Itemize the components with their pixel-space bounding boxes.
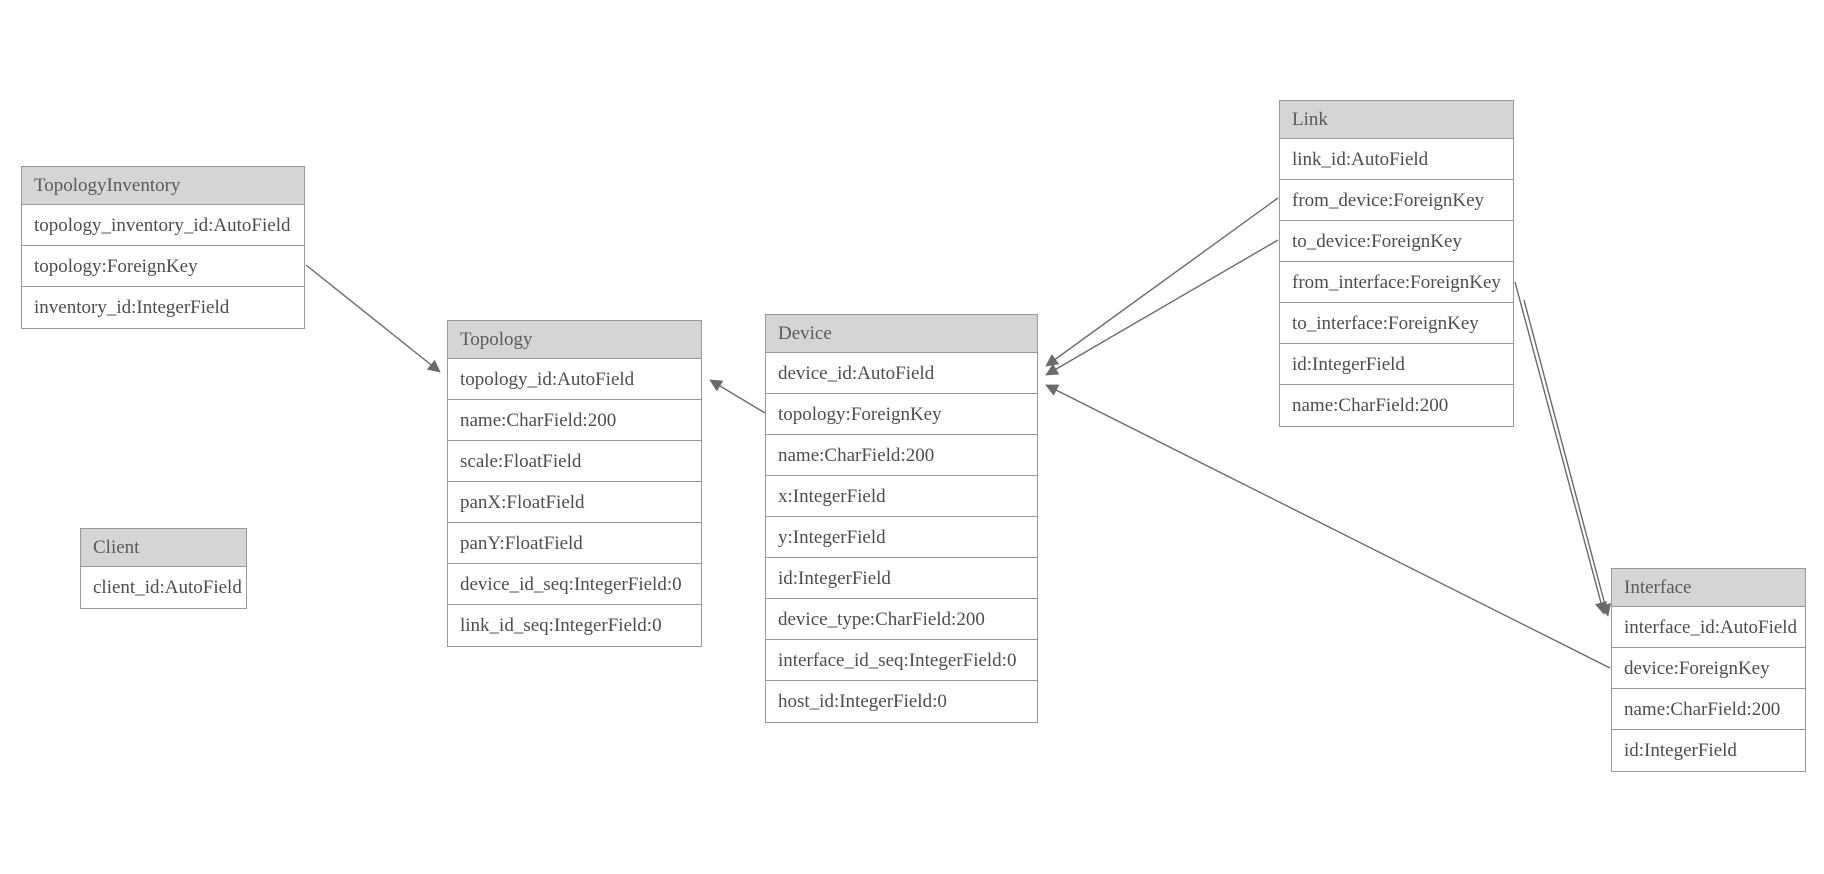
entity-title-interface: Interface: [1612, 569, 1805, 607]
edge-interface-device: [1045, 384, 1611, 669]
field-row[interactable]: from_interface:ForeignKey: [1280, 262, 1513, 303]
field-row[interactable]: name:CharField:200: [766, 435, 1037, 476]
field-row[interactable]: interface_id:AutoField: [1612, 607, 1805, 648]
entity-title-topologyinventory: TopologyInventory: [22, 167, 304, 205]
field-row[interactable]: link_id:AutoField: [1280, 139, 1513, 180]
field-row[interactable]: name:CharField:200: [1612, 689, 1805, 730]
field-row[interactable]: device_type:CharField:200: [766, 599, 1037, 640]
field-row[interactable]: host_id:IntegerField:0: [766, 681, 1037, 722]
edge-topologyinventory-topology: [305, 264, 441, 373]
field-row[interactable]: topology_id:AutoField: [448, 359, 701, 400]
field-row[interactable]: y:IntegerField: [766, 517, 1037, 558]
entity-client[interactable]: Client client_id:AutoField: [80, 528, 247, 609]
field-row[interactable]: device_id:AutoField: [766, 353, 1037, 394]
field-row[interactable]: scale:FloatField: [448, 441, 701, 482]
edge-link-to-interface: [1523, 299, 1612, 617]
entity-topology[interactable]: Topology topology_id:AutoField name:Char…: [447, 320, 702, 647]
field-row[interactable]: link_id_seq:IntegerField:0: [448, 605, 701, 646]
field-row[interactable]: panY:FloatField: [448, 523, 701, 564]
field-row[interactable]: id:IntegerField: [766, 558, 1037, 599]
entity-title-topology: Topology: [448, 321, 701, 359]
entity-topologyinventory[interactable]: TopologyInventory topology_inventory_id:…: [21, 166, 305, 329]
entity-title-link: Link: [1280, 101, 1513, 139]
field-row[interactable]: x:IntegerField: [766, 476, 1037, 517]
field-row[interactable]: topology_inventory_id:AutoField: [22, 205, 304, 246]
entity-title-client: Client: [81, 529, 246, 567]
entity-interface[interactable]: Interface interface_id:AutoField device:…: [1611, 568, 1806, 772]
field-row[interactable]: inventory_id:IntegerField: [22, 287, 304, 328]
edge-device-topology: [709, 379, 771, 417]
field-row[interactable]: panX:FloatField: [448, 482, 701, 523]
edge-link-from-interface: [1514, 281, 1608, 615]
entity-link[interactable]: Link link_id:AutoField from_device:Forei…: [1279, 100, 1514, 427]
field-row[interactable]: client_id:AutoField: [81, 567, 246, 608]
field-row[interactable]: to_interface:ForeignKey: [1280, 303, 1513, 344]
field-row[interactable]: id:IntegerField: [1280, 344, 1513, 385]
entity-device[interactable]: Device device_id:AutoField topology:Fore…: [765, 314, 1038, 723]
field-row[interactable]: device_id_seq:IntegerField:0: [448, 564, 701, 605]
field-row[interactable]: id:IntegerField: [1612, 730, 1805, 771]
field-row[interactable]: topology:ForeignKey: [22, 246, 304, 287]
field-row[interactable]: device:ForeignKey: [1612, 648, 1805, 689]
edge-link-to-device: [1045, 239, 1279, 376]
field-row[interactable]: name:CharField:200: [448, 400, 701, 441]
field-row[interactable]: name:CharField:200: [1280, 385, 1513, 426]
field-row[interactable]: interface_id_seq:IntegerField:0: [766, 640, 1037, 681]
edge-link-from-device: [1045, 197, 1279, 367]
field-row[interactable]: from_device:ForeignKey: [1280, 180, 1513, 221]
field-row[interactable]: topology:ForeignKey: [766, 394, 1037, 435]
entity-title-device: Device: [766, 315, 1037, 353]
field-row[interactable]: to_device:ForeignKey: [1280, 221, 1513, 262]
